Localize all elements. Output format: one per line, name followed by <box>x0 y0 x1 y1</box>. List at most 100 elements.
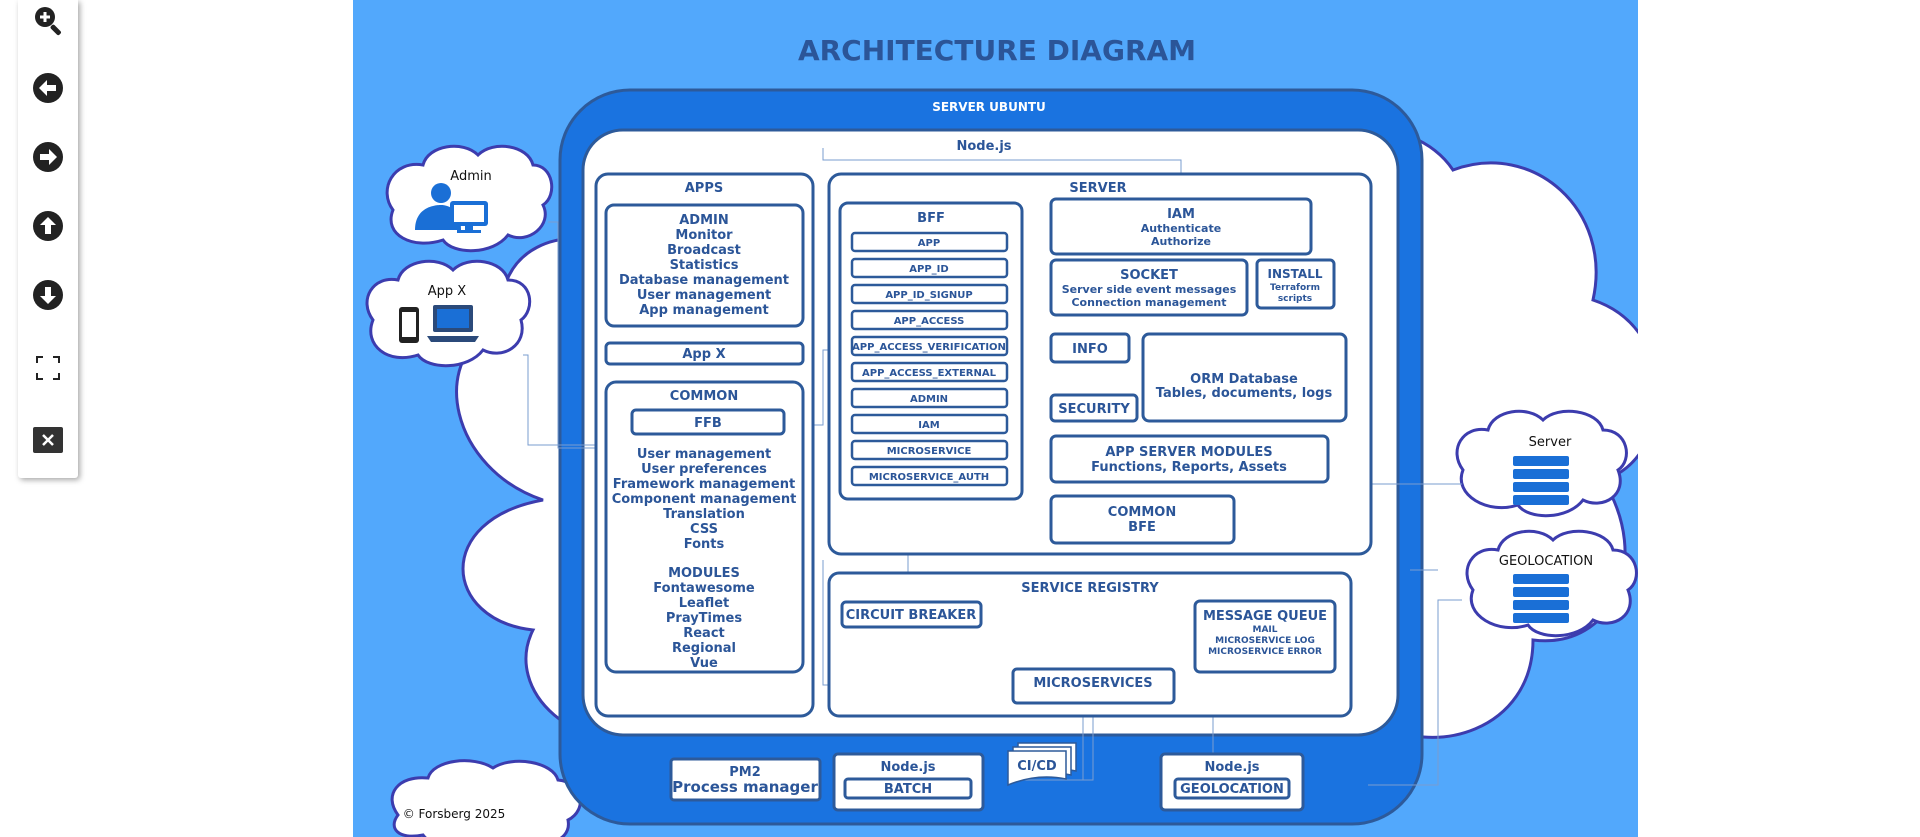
bff-item-label: APP_ACCESS_VERIFICATION <box>852 342 1006 353</box>
iam-box[interactable] <box>1049 197 1313 256</box>
phone-icon <box>399 307 419 343</box>
orm-subtitle: Tables, documents, logs <box>1156 386 1333 401</box>
security-box[interactable] <box>1049 393 1139 423</box>
modules-subtitle: Functions, Reports, Assets <box>1091 460 1287 475</box>
common-line: PrayTimes <box>666 611 742 626</box>
bff-items: APP APP_ID APP_ID_SIGNUP APP_ACCESS APP_… <box>850 231 1009 487</box>
nodejs-label: Node.js <box>956 139 1011 154</box>
iam-line: Authorize <box>1151 235 1211 248</box>
bff-item-label: MICROSERVICE <box>887 446 972 457</box>
common-line: Framework management <box>613 477 795 492</box>
toolbar <box>18 0 78 478</box>
message-queue-line: MICROSERVICE LOG <box>1215 636 1315 646</box>
bff-item[interactable] <box>850 283 1009 305</box>
install-box[interactable] <box>1255 258 1336 310</box>
ffb-label: FFB <box>694 416 722 431</box>
bff-item[interactable] <box>850 335 1009 357</box>
cicd-label: CI/CD <box>1017 759 1057 774</box>
common-line: CSS <box>690 522 718 537</box>
copyright-text: © Forsberg 2025 <box>403 807 506 821</box>
common-line: Leaflet <box>679 596 730 611</box>
bff-item[interactable] <box>850 257 1009 279</box>
apps-title: APPS <box>685 181 723 196</box>
iam-line: Authenticate <box>1141 222 1221 235</box>
geolocation-actor-label: GEOLOCATION <box>1499 554 1593 569</box>
info-box[interactable] <box>1049 332 1131 364</box>
common-apps-title: COMMON <box>670 389 738 404</box>
server-rack-icon <box>1513 456 1569 505</box>
common-bfe-box[interactable] <box>1049 494 1236 545</box>
common-line: Fontawesome <box>653 581 755 596</box>
batch-nodejs-label: Node.js <box>880 760 935 775</box>
common-apps-box <box>604 380 805 674</box>
cicd-documents-icon[interactable]: CI/CD <box>1007 742 1077 787</box>
arrow-down-icon[interactable] <box>30 277 66 313</box>
appx-box[interactable] <box>604 341 805 366</box>
pm2-subtitle: Process manager <box>672 778 818 796</box>
admin-user-icon <box>415 183 461 230</box>
message-queue-box[interactable] <box>1193 599 1337 674</box>
bff-item[interactable] <box>850 387 1009 409</box>
circuit-breaker-box[interactable] <box>840 600 983 629</box>
orm-database-box[interactable] <box>1141 332 1348 423</box>
common-line: Fonts <box>684 537 725 552</box>
pm2-title: PM2 <box>729 765 761 780</box>
admin-app-line: Statistics <box>670 258 739 273</box>
arrow-up-icon[interactable] <box>30 208 66 244</box>
common-line: User preferences <box>641 462 767 477</box>
common-line: React <box>683 626 725 641</box>
admin-app-line: Broadcast <box>667 243 741 258</box>
bff-item-label: ADMIN <box>910 394 948 405</box>
appx-label: App X <box>682 347 725 362</box>
bff-item-label: APP <box>918 238 940 249</box>
service-registry-title: SERVICE REGISTRY <box>1021 581 1159 596</box>
server-ubuntu-label: SERVER UBUNTU <box>932 100 1046 114</box>
bff-item-label: IAM <box>918 420 939 431</box>
bff-item[interactable] <box>850 231 1009 253</box>
socket-line: Server side event messages <box>1062 283 1237 296</box>
bff-item[interactable] <box>850 465 1009 487</box>
bff-item[interactable] <box>850 413 1009 435</box>
pm2-box[interactable] <box>669 757 822 802</box>
socket-box[interactable] <box>1049 258 1249 317</box>
orm-title: ORM Database <box>1190 372 1298 387</box>
common-line: Vue <box>690 656 718 671</box>
socket-title: SOCKET <box>1120 268 1178 283</box>
appx-actor-label: App X <box>428 284 467 299</box>
zoom-in-icon[interactable] <box>30 2 66 38</box>
message-queue-line: MAIL <box>1252 625 1277 635</box>
microservices-box[interactable] <box>1011 667 1176 705</box>
ffb-box[interactable] <box>630 408 786 436</box>
common-line: MODULES <box>668 566 740 581</box>
bff-item[interactable] <box>850 309 1009 331</box>
geolocation-server-icon <box>1513 574 1569 623</box>
security-label: SECURITY <box>1058 402 1130 417</box>
common-line: User management <box>637 447 771 462</box>
monitor-icon <box>450 201 488 233</box>
admin-app-line: User management <box>637 288 771 303</box>
close-icon[interactable] <box>30 422 66 458</box>
admin-app-box[interactable] <box>604 203 805 328</box>
install-line: Terraform <box>1270 283 1320 293</box>
iam-title: IAM <box>1167 207 1195 222</box>
fullscreen-icon[interactable] <box>30 350 66 386</box>
bff-item[interactable] <box>850 439 1009 461</box>
geolocation-label: GEOLOCATION <box>1180 782 1284 797</box>
arrow-right-icon[interactable] <box>30 139 66 175</box>
circuit-breaker-label: CIRCUIT BREAKER <box>846 608 977 623</box>
batch-box[interactable] <box>843 777 973 800</box>
app-server-modules-box[interactable] <box>1049 434 1330 484</box>
bff-item[interactable] <box>850 361 1009 383</box>
common-bfe-subtitle: BFE <box>1128 520 1156 535</box>
socket-line: Connection management <box>1071 296 1226 309</box>
admin-app-line: Monitor <box>675 228 733 243</box>
admin-app-line: App management <box>639 303 769 318</box>
bff-item-label: APP_ACCESS_EXTERNAL <box>862 368 997 379</box>
geolocation-box[interactable] <box>1173 777 1291 800</box>
common-bfe-title: COMMON <box>1108 505 1176 520</box>
cloud-admin <box>385 144 554 253</box>
microservices-label: MICROSERVICES <box>1033 676 1152 691</box>
arrow-left-icon[interactable] <box>30 70 66 106</box>
bff-item-label: MICROSERVICE_AUTH <box>869 472 989 483</box>
admin-app-line: ADMIN <box>679 213 729 228</box>
